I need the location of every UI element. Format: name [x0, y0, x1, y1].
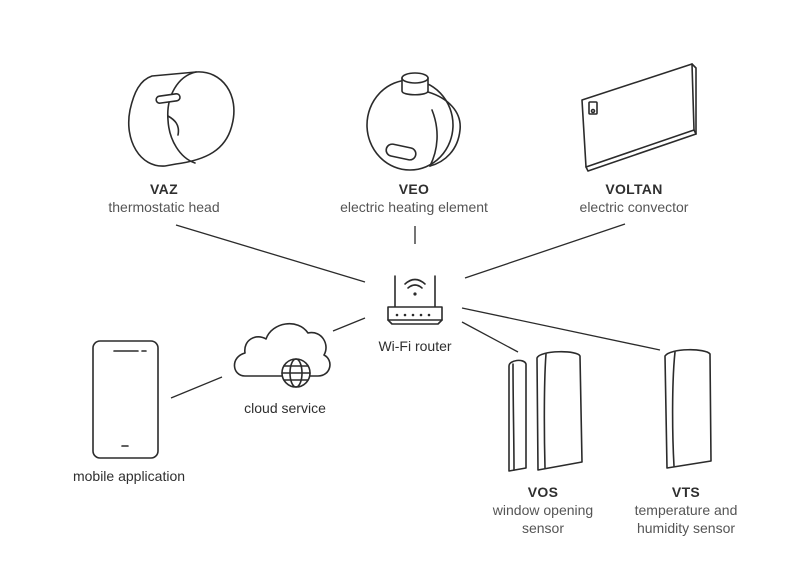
link-voltan-router [464, 223, 626, 279]
vaz-title: VAZ [150, 181, 178, 197]
temperature-humidity-sensor-icon [664, 348, 712, 469]
router-label: Wi-Fi router [378, 338, 452, 354]
vos-subtitle-line2: sensor [521, 520, 565, 536]
veo-subtitle: electric heating element [340, 199, 488, 215]
vaz-subtitle: thermostatic head [108, 199, 220, 215]
window-sensor-icon [508, 350, 583, 472]
veo-label: VEO electric heating element [340, 180, 488, 216]
link-router-vts [461, 307, 661, 351]
vos-label: VOS window opening sensor [493, 483, 593, 537]
wifi-router-icon [387, 275, 443, 325]
vts-label: VTS temperature and humidity sensor [635, 483, 738, 537]
link-router-cloud [332, 317, 366, 332]
voltan-title: VOLTAN [605, 181, 663, 197]
voltan-subtitle: electric convector [579, 199, 689, 215]
vts-subtitle-line1: temperature and [634, 502, 738, 518]
cloud-label: cloud service [244, 400, 326, 416]
mobile-label: mobile application [72, 468, 186, 484]
voltan-label: VOLTAN electric convector [580, 180, 689, 216]
veo-title: VEO [398, 181, 430, 197]
heating-element-icon [366, 72, 461, 171]
link-router-vos [461, 321, 519, 353]
vts-subtitle-line2: humidity sensor [636, 520, 736, 536]
vos-title: VOS [527, 484, 559, 500]
thermostatic-head-icon [128, 71, 235, 167]
convector-icon [581, 63, 697, 172]
vaz-label: VAZ thermostatic head [108, 180, 219, 216]
vos-subtitle-line1: window opening [492, 502, 594, 518]
smartphone-icon [92, 340, 159, 459]
link-cloud-mobile [170, 376, 223, 399]
vts-title: VTS [671, 484, 701, 500]
link-vaz-router [175, 224, 366, 283]
cloud-globe-icon [233, 323, 331, 388]
